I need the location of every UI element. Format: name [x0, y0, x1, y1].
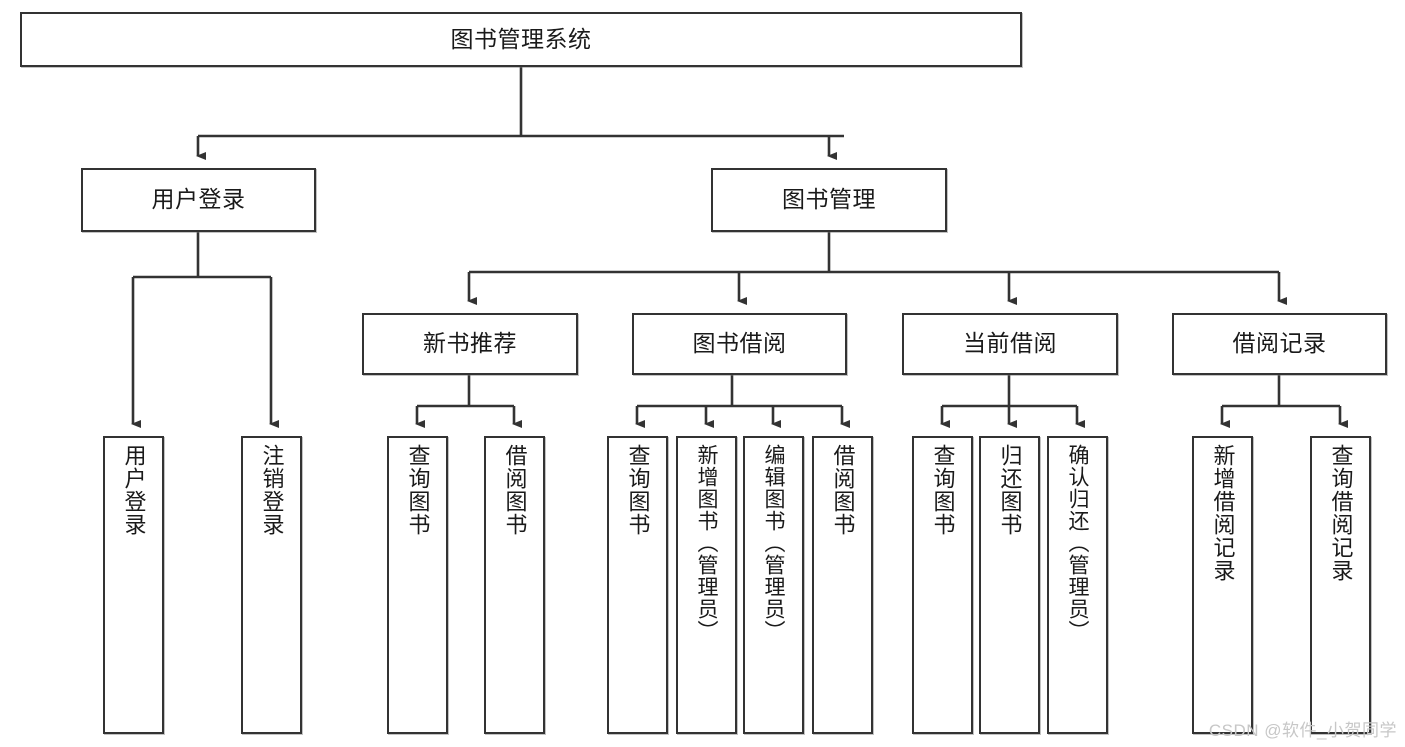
node-label: 当前借阅 — [963, 330, 1057, 357]
leaf-logout[interactable]: 注销登录 — [241, 436, 302, 734]
node-book-borrowing[interactable]: 图书借阅 — [632, 313, 847, 375]
node-label: 用户登录 — [121, 444, 147, 536]
node-label: 新书推荐 — [423, 330, 517, 357]
node-label: 归还图书 — [997, 444, 1023, 536]
node-label: 查询图书 — [405, 444, 431, 536]
node-label: 用户登录 — [151, 186, 246, 213]
node-label: 查询图书 — [930, 444, 956, 536]
node-label: 注销登录 — [259, 444, 285, 536]
leaf-query-books-borrow[interactable]: 查询图书 — [607, 436, 668, 734]
node-label: 新增图书（管理员） — [695, 444, 719, 642]
leaf-confirm-return-admin[interactable]: 确认归还（管理员） — [1047, 436, 1108, 734]
node-label: 借阅图书 — [502, 444, 528, 536]
leaf-borrow-books[interactable]: 借阅图书 — [812, 436, 873, 734]
node-new-book-recommendation[interactable]: 新书推荐 — [362, 313, 578, 375]
node-label: 查询图书 — [625, 444, 651, 536]
leaf-query-borrow-record[interactable]: 查询借阅记录 — [1310, 436, 1371, 734]
watermark: CSDN @软件_小贺同学 — [1208, 721, 1397, 740]
node-label: 编辑图书（管理员） — [762, 444, 786, 642]
node-book-management[interactable]: 图书管理 — [711, 168, 947, 232]
leaf-query-books-new[interactable]: 查询图书 — [387, 436, 448, 734]
node-root-book-management-system[interactable]: 图书管理系统 — [20, 12, 1022, 67]
node-user-login[interactable]: 用户登录 — [81, 168, 316, 232]
leaf-edit-book-admin[interactable]: 编辑图书（管理员） — [743, 436, 804, 734]
leaf-add-borrow-record[interactable]: 新增借阅记录 — [1192, 436, 1253, 734]
leaf-borrow-books-new[interactable]: 借阅图书 — [484, 436, 545, 734]
node-label: 图书管理系统 — [450, 25, 592, 52]
node-label: 借阅图书 — [830, 444, 856, 536]
node-label: 借阅记录 — [1232, 330, 1327, 357]
node-borrowing-records[interactable]: 借阅记录 — [1172, 313, 1387, 375]
node-label: 确认归还（管理员） — [1066, 444, 1090, 642]
node-current-borrowing[interactable]: 当前借阅 — [902, 313, 1118, 375]
leaf-add-book-admin[interactable]: 新增图书（管理员） — [676, 436, 737, 734]
leaf-user-login[interactable]: 用户登录 — [103, 436, 164, 734]
node-label: 图书借阅 — [692, 330, 787, 357]
node-label: 图书管理 — [782, 186, 876, 213]
node-label: 查询借阅记录 — [1328, 444, 1354, 582]
leaf-return-books[interactable]: 归还图书 — [979, 436, 1040, 734]
leaf-query-books-current[interactable]: 查询图书 — [912, 436, 973, 734]
node-label: 新增借阅记录 — [1210, 444, 1236, 582]
